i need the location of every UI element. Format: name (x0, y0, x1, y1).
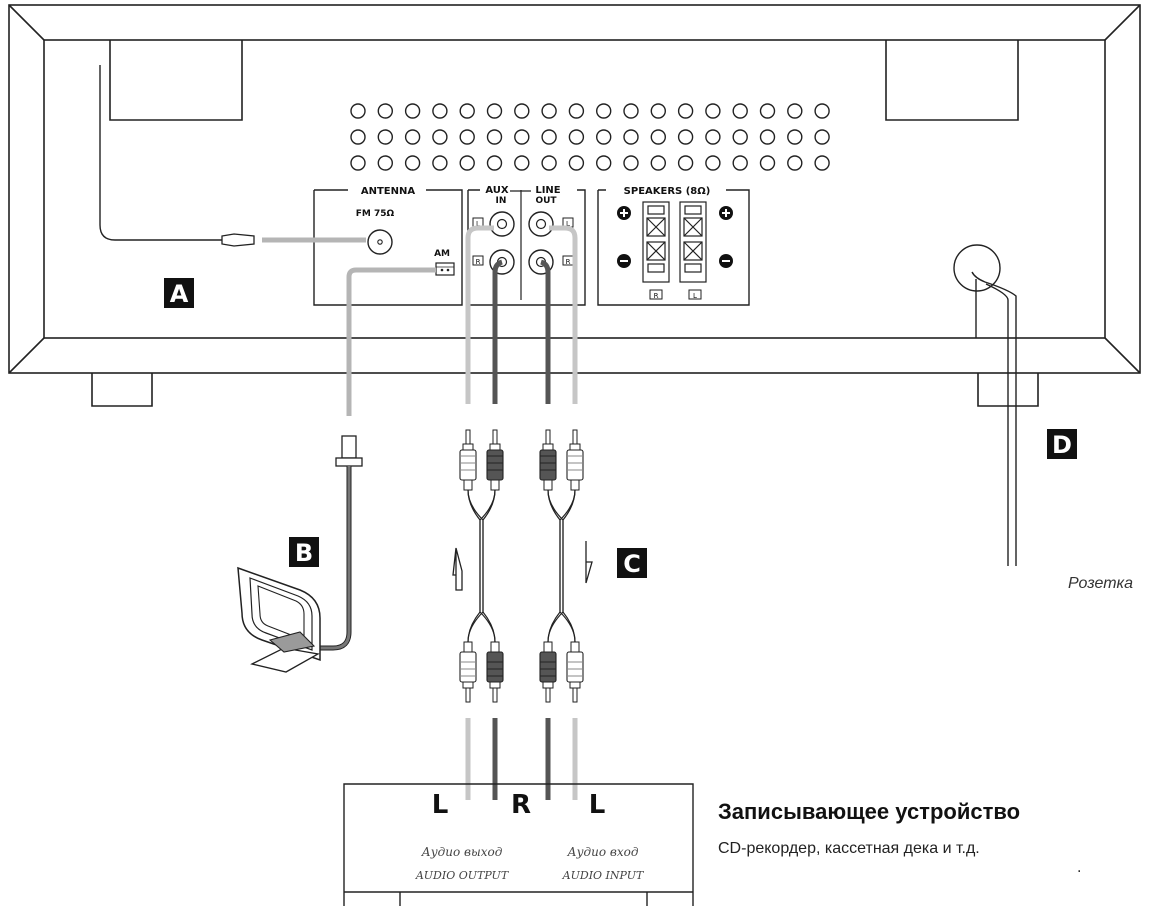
rca-plug-bottom-3 (539, 641, 557, 703)
recorder-title: Записывающее устройство (718, 799, 1021, 824)
svg-text:L: L (566, 220, 570, 228)
svg-text:L: L (476, 220, 480, 228)
recorder-jack-l-in: L (589, 790, 606, 820)
speakers-label: SPEAKERS (8Ω) (624, 186, 711, 197)
stray-mark: . (1077, 860, 1082, 876)
rca-plug-top-1 (459, 429, 477, 491)
arrow-down-icon (585, 541, 593, 584)
svg-text:L: L (693, 292, 697, 300)
line-out-label: OUT (535, 196, 557, 206)
audio-input-en: AUDIO INPUT (562, 869, 645, 882)
speaker-terminal-l[interactable] (679, 201, 707, 283)
line-label: LINE (535, 185, 560, 196)
recorder-jack-l-out: L (432, 790, 449, 820)
svg-text:R: R (654, 292, 659, 300)
marker-c: C (617, 548, 647, 578)
rca-plug-top-3 (539, 429, 557, 491)
rca-plug-top-4 (566, 429, 584, 491)
audio-cables (459, 225, 584, 800)
svg-text:R: R (476, 258, 481, 266)
svg-text:C: C (623, 550, 641, 578)
outlet-label: Розетка (1068, 575, 1133, 592)
aux-r-tag: R (472, 255, 484, 266)
marker-a: A (164, 278, 194, 308)
aux-line-section: AUX IN LINE OUT L R L R (467, 185, 586, 306)
minus-icon (719, 254, 733, 268)
svg-text:R: R (566, 258, 571, 266)
arrow-up-icon (452, 547, 463, 591)
am-loop-antenna (237, 267, 436, 673)
rca-plug-bottom-4 (566, 641, 584, 703)
speaker-r-tag: R (649, 289, 663, 300)
plus-icon (617, 206, 631, 220)
aux-label: AUX (485, 185, 509, 196)
speaker-terminal-r[interactable] (642, 201, 670, 283)
power-cord (953, 244, 1017, 566)
aux-in-label: IN (496, 196, 507, 206)
speaker-l-tag: L (688, 289, 702, 300)
recorder-description: CD-рекордер, кассетная дека и т.д. (718, 840, 980, 857)
audio-output-ru: Аудио выход (421, 845, 503, 859)
antenna-label: ANTENNA (361, 186, 415, 197)
svg-text:D: D (1052, 431, 1072, 459)
svg-text:B: B (295, 539, 313, 567)
am-antenna-terminal[interactable] (435, 262, 455, 276)
line-out-l-jack[interactable] (528, 211, 554, 237)
fm-antenna-jack[interactable] (367, 229, 393, 255)
vent-holes (350, 103, 830, 171)
am-label: AM (434, 249, 450, 259)
audio-input-ru: Аудио вход (566, 845, 638, 859)
recorder-jack-r: R (511, 790, 531, 820)
speakers-section: SPEAKERS (8Ω) (597, 186, 750, 306)
fm-label: FM 75Ω (356, 209, 395, 219)
rca-plug-top-2 (486, 429, 504, 491)
audio-output-en: AUDIO OUTPUT (415, 869, 510, 882)
aux-in-l-jack[interactable] (489, 211, 515, 237)
marker-d: D (1047, 429, 1077, 459)
minus-icon (617, 254, 631, 268)
rca-plug-bottom-2 (486, 641, 504, 703)
plus-icon (719, 206, 733, 220)
line-r-tag: R (562, 255, 574, 266)
antenna-section: ANTENNA FM 75Ω AM (313, 186, 463, 306)
svg-text:A: A (170, 280, 189, 308)
fm-antenna-wire (99, 65, 366, 247)
recording-device (343, 783, 694, 906)
rca-plug-bottom-1 (459, 641, 477, 703)
marker-b: B (289, 537, 319, 567)
